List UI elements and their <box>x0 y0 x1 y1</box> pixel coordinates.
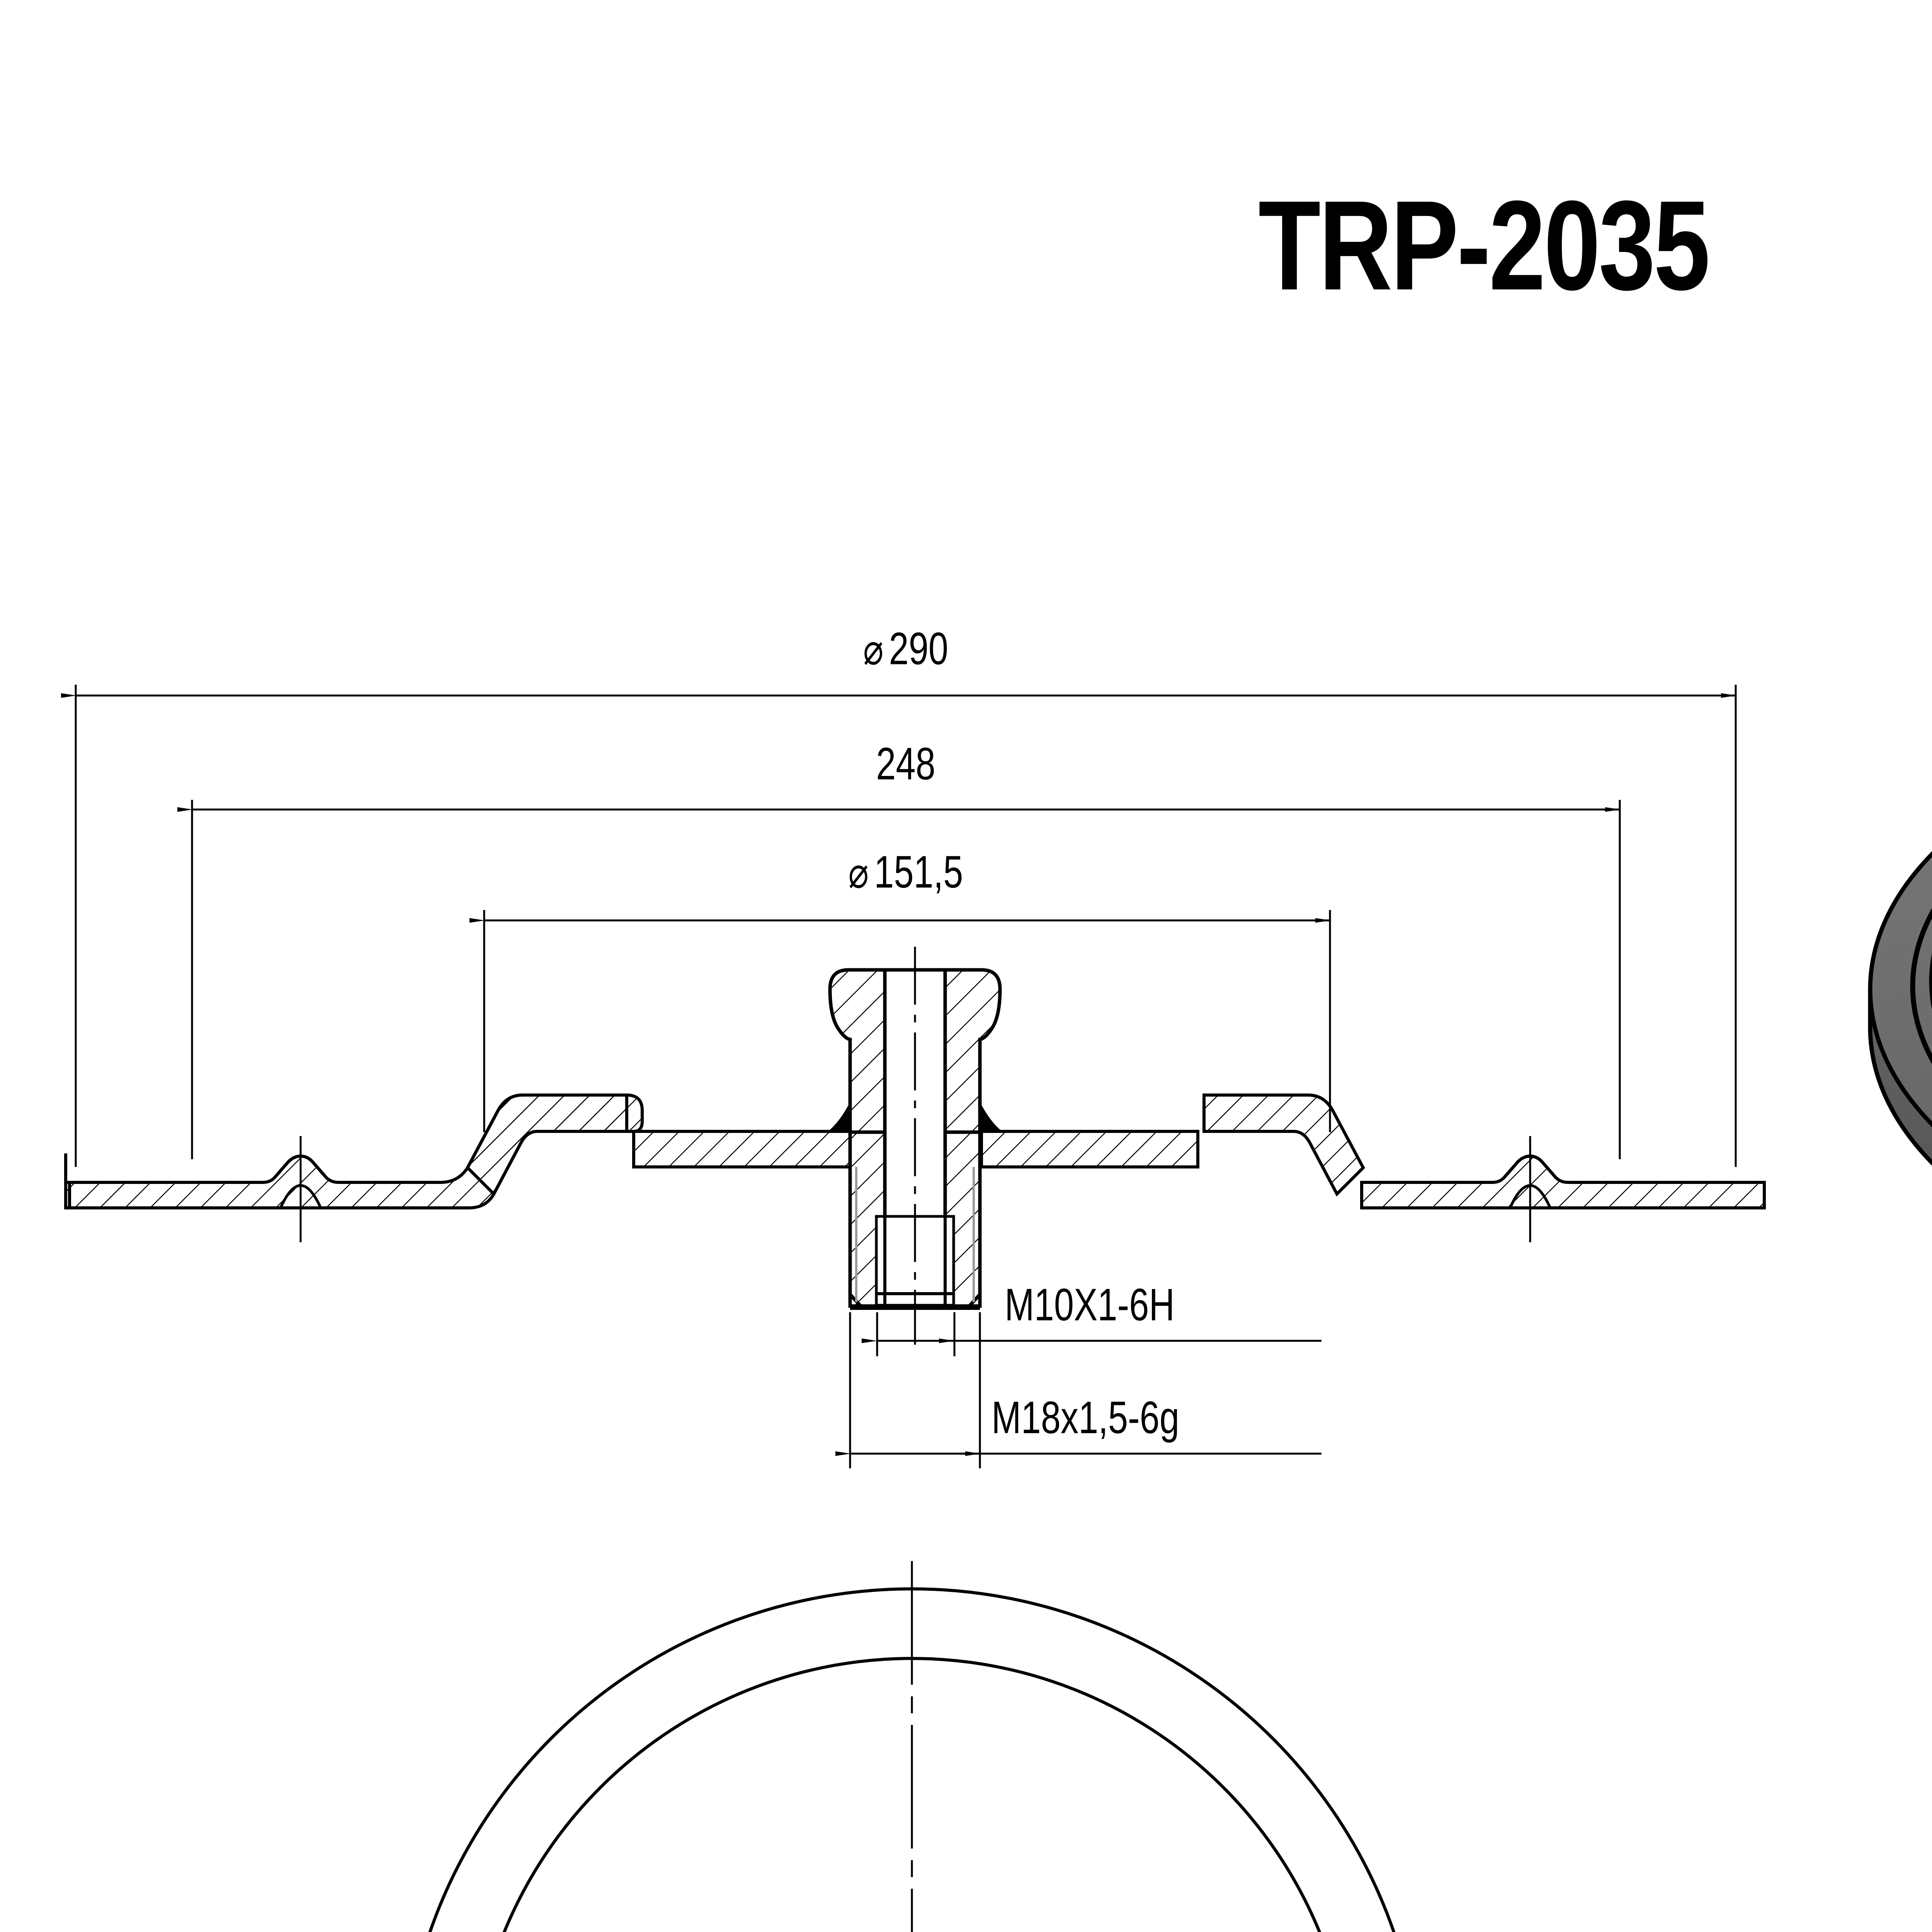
callout-m18-leader <box>835 1312 1321 1468</box>
isometric-view-top <box>1868 728 1932 1245</box>
rib-left-inner-line <box>519 1130 634 1144</box>
diaphragm-center-platform-right <box>980 1130 1199 1168</box>
diaphragm-section-right-flat <box>1360 1154 1766 1209</box>
hub-flange-left <box>828 968 887 1134</box>
diaphragm-rib-left <box>466 1094 628 1197</box>
weld-fillet-right <box>980 1102 1003 1132</box>
iso-bottom-ring-outer <box>1817 1911 1932 1932</box>
callout-m10-leader <box>862 1312 1321 1356</box>
dimension-value-151-5: 151,5 <box>874 847 963 898</box>
dimension-value-248: 248 <box>876 738 935 789</box>
dimension-248 <box>177 800 1621 1159</box>
dimension-label-inner-diameter: ⌀151,5 <box>849 849 963 895</box>
cross-section-view <box>61 685 1766 1468</box>
diaphragm-rib-right <box>1202 1094 1365 1197</box>
iso-bottom-ring-outer-2 <box>1837 1917 1932 1932</box>
iso-top-disc-side <box>1868 989 1932 1166</box>
weld-fillet-left <box>827 1102 850 1132</box>
dimension-151-5 <box>469 910 1331 1132</box>
plan-view <box>428 1561 1396 1932</box>
hub-flange-right <box>943 968 1002 1134</box>
diaphragm-center-platform-left <box>632 1130 852 1168</box>
iso-top-groove-outer <box>1910 728 1932 1245</box>
page-title: TRP-2035 <box>1258 174 1711 316</box>
isometric-view-bottom <box>1770 1893 1932 1932</box>
dimension-290 <box>61 685 1737 1167</box>
diameter-symbol-151-5: ⌀ <box>848 849 869 897</box>
dimension-label-rib-span: 248 <box>876 741 935 787</box>
iso-bottom-disc-face <box>1770 1893 1932 1932</box>
dimension-value-290: 290 <box>889 623 949 674</box>
dimension-label-outer-diameter: ⌀290 <box>863 626 948 672</box>
iso-top-disc-face <box>1868 851 1932 1128</box>
diaphragm-section-left-flat <box>64 1181 71 1209</box>
diameter-symbol-290: ⌀ <box>863 625 884 673</box>
rib-right-inner-line <box>1204 1130 1311 1144</box>
callout-label-external-thread: M18x1,5-6g <box>992 1392 1180 1443</box>
callout-label-internal-thread: M10X1-6H <box>1005 1279 1175 1330</box>
iso-top-groove-outer-2 <box>1929 735 1932 1228</box>
